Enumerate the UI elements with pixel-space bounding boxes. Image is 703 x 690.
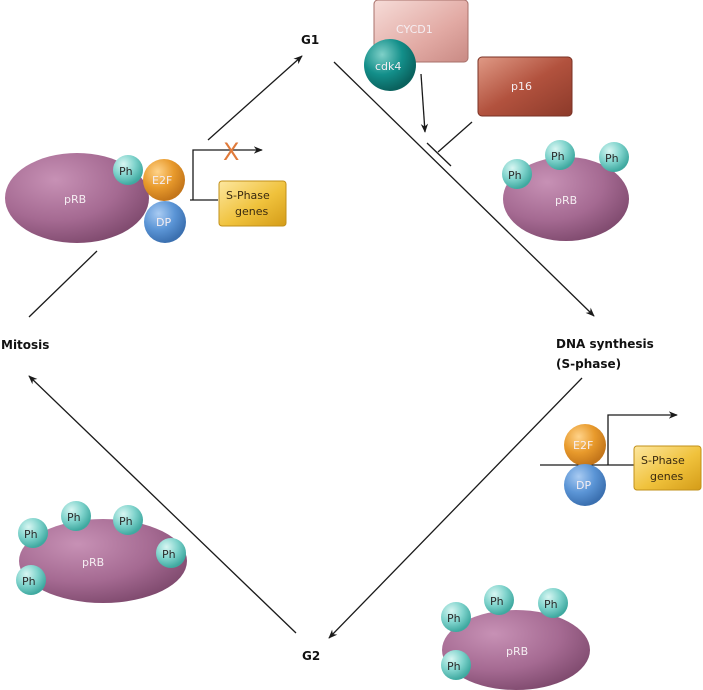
transcription-start-repressed: [192, 146, 263, 200]
phosphate-group: [61, 501, 91, 531]
s-phase-genes-box: [633, 445, 702, 491]
cyclin-regulators: CYCD1 cdk4 p16: [364, 0, 573, 167]
repressed-complex: X pRB Ph E2F DP S-Phase genes: [5, 138, 287, 243]
phase-label-s-phase-line1: DNA synthesis: [556, 337, 654, 351]
phosphate-group: [18, 518, 48, 548]
phosphate-label: Ph: [605, 152, 619, 165]
phosphate-label: Ph: [119, 165, 133, 178]
phosphate-label: Ph: [447, 612, 461, 625]
cycd1-label: CYCD1: [396, 23, 433, 36]
phase-label-g1: G1: [301, 33, 319, 47]
s-phase-genes-label-line1: S-Phase: [641, 454, 685, 467]
arrow-s-phase-to-g2: [328, 377, 583, 639]
p16-label: p16: [511, 80, 532, 93]
phosphate-label: Ph: [67, 511, 81, 524]
s-phase-genes-label-line2: genes: [650, 470, 683, 483]
phosphate-group: [113, 505, 143, 535]
dp-label: DP: [576, 479, 591, 492]
dp-protein: [144, 201, 186, 243]
dp-protein: [564, 464, 606, 506]
prb-label: pRB: [506, 645, 528, 658]
phase-label-s-phase-line2: (S-phase): [556, 357, 621, 371]
e2f-protein: [564, 424, 606, 466]
prb-label: pRB: [555, 194, 577, 207]
line-mitosis-to-prb: [28, 250, 98, 318]
e2f-label: E2F: [573, 439, 593, 452]
prb-protein: [442, 610, 590, 690]
inhibition-p16-line: [437, 121, 473, 153]
phosphate-group: [538, 588, 568, 618]
e2f-label: E2F: [152, 174, 172, 187]
dp-label: DP: [156, 216, 171, 229]
phosphate-label: Ph: [162, 548, 176, 561]
phosphate-group: [16, 565, 46, 595]
transcription-start-active: [607, 411, 678, 465]
phosphate-label: Ph: [447, 660, 461, 673]
prb-complex-s-g2: pRB Ph Ph Ph Ph: [441, 585, 590, 690]
arrow-cdk4-activation: [420, 73, 429, 133]
prb-label: pRB: [64, 193, 86, 206]
cdk4-label: cdk4: [375, 60, 401, 73]
phosphate-group: [484, 585, 514, 615]
s-phase-genes-box: [218, 180, 287, 227]
s-phase-genes-label-line1: S-Phase: [226, 189, 270, 202]
phosphate-label: Ph: [544, 598, 558, 611]
phosphate-label: Ph: [490, 595, 504, 608]
inhibition-bar: [426, 142, 452, 167]
prb-protein-hypophosphorylated: [5, 153, 149, 243]
prb-protein: [19, 519, 187, 603]
phosphate-group: [502, 159, 532, 189]
arrow-g2-to-mitosis: [28, 375, 297, 634]
phosphate-label: Ph: [24, 528, 38, 541]
e2f-protein: [143, 159, 185, 201]
phosphate-label: Ph: [119, 515, 133, 528]
phosphate-label: Ph: [508, 169, 522, 182]
phosphate-group: [113, 155, 143, 185]
p16-box: [477, 56, 573, 117]
phosphate-group: [441, 650, 471, 680]
phase-label-g2: G2: [302, 649, 320, 663]
cdk4-protein: [364, 39, 416, 91]
blocked-transcription-mark: X: [223, 138, 239, 166]
s-phase-genes-label-line2: genes: [235, 205, 268, 218]
prb-label: pRB: [82, 556, 104, 569]
prb-complex-g1-s: pRB Ph Ph Ph: [502, 140, 629, 241]
phosphate-label: Ph: [551, 150, 565, 163]
arrow-mitosis-to-g1: [207, 55, 303, 141]
phosphate-group: [545, 140, 575, 170]
phosphate-label: Ph: [22, 575, 36, 588]
prb-protein: [503, 157, 629, 241]
phosphate-group: [156, 538, 186, 568]
arrow-g1-to-s-phase: [333, 61, 595, 317]
phase-label-mitosis: Mitosis: [1, 338, 49, 352]
active-transcription-complex: E2F DP S-Phase genes: [540, 411, 702, 506]
phosphate-group: [441, 602, 471, 632]
phosphate-group: [599, 142, 629, 172]
prb-complex-g2-m: pRB Ph Ph Ph Ph Ph: [16, 501, 187, 603]
